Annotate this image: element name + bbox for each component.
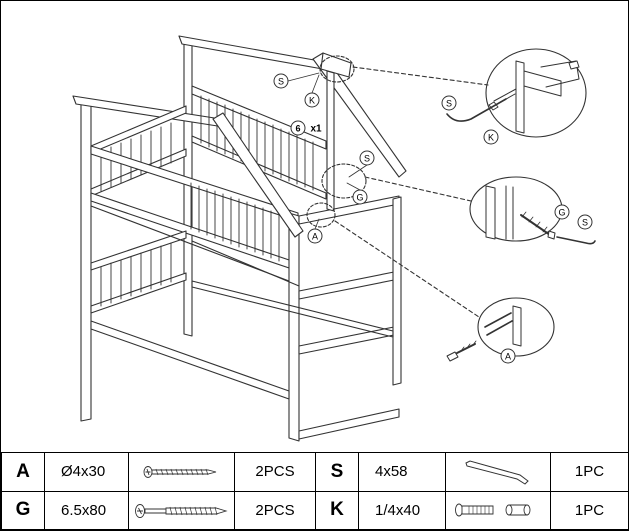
hardware-parts-table: A Ø4x30 2PCS S 4x58 1PC G 6.5 [1,452,629,530]
part-letter: K [315,490,359,530]
part-quantity: 2PCS [234,490,316,530]
part-size: 1/4x40 [358,490,446,530]
callout-g-mid: G [356,193,363,203]
callout-k-top: K [309,96,315,106]
part-letter: A [1,452,45,492]
callout-s-mid: S [364,154,370,164]
callout-s-top: S [278,77,284,87]
step-number: 6 [295,124,300,134]
wood-screw-short-icon [128,452,235,492]
part-size: 4x58 [358,452,446,492]
callout-a-mid: A [312,232,318,242]
detail-bolt-connection [446,60,580,134]
step-multiplier: x1 [310,124,322,135]
bunk-bed-frame [72,35,407,442]
assembly-diagram [72,35,596,442]
callout-a-detail: A [505,352,511,362]
detail-short-screws [446,305,522,362]
part-quantity: 2PCS [234,452,316,492]
wood-screw-long-icon [128,490,235,530]
callout-s-detail: S [446,99,452,109]
callout-g-detail: G [558,208,565,218]
detail-long-screw [485,185,596,245]
allen-key-icon [445,452,551,492]
part-size: Ø4x30 [44,452,129,492]
table-row: A Ø4x30 2PCS S 4x58 1PC [1,452,629,492]
part-letter: G [1,490,45,530]
callout-circles [273,73,593,364]
callout-k-detail: K [488,133,494,143]
callout-labels: S K 6 x1 S G A S K G S A [278,77,588,362]
bolt-and-barrel-nut-icon [445,490,551,530]
detail-circles [306,48,587,357]
table-row: G 6.5x80 2PCS K 1/4x40 [1,490,629,530]
part-letter: S [315,452,359,492]
part-quantity: 1PC [550,452,629,492]
part-quantity: 1PC [550,490,629,530]
part-size: 6.5x80 [44,490,129,530]
callout-s-detail-mid: S [582,218,588,228]
